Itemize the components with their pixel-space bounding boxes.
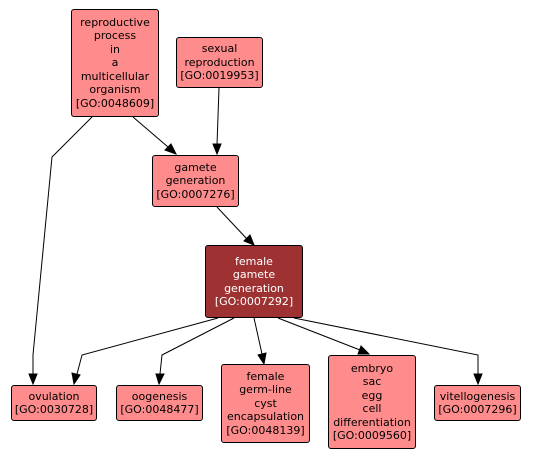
node-label-line: cell [362, 402, 382, 415]
node-label-line: encapsulation [226, 410, 305, 424]
node-label-line: germ-line [239, 383, 292, 397]
node-label-line: generation [165, 174, 226, 188]
node-label-line: organism [89, 83, 141, 97]
arrowhead-icon [212, 143, 222, 156]
node-label-line: [GO:0007292] [214, 295, 294, 308]
edge-reproductive-to-ovulation [32, 116, 93, 374]
edge-sexual-to-gamete [216, 87, 220, 146]
node-label-line: [GO:0048477] [120, 403, 199, 416]
edge-female-gamete-to-cyst [253, 317, 263, 355]
arrowhead-icon [243, 234, 255, 246]
node-label-line: sac [362, 375, 382, 388]
node-ovulation[interactable]: ovulation[GO:0030728] [11, 385, 97, 421]
node-label-line: gamete [174, 160, 217, 174]
node-label-line: [GO:0007296] [438, 403, 517, 416]
edge-female-gamete-to-ovulation [76, 317, 219, 375]
edge-female-gamete-to-vitellogenesis [293, 317, 479, 374]
node-label-line: embryo [350, 361, 394, 375]
node-label-line: multicellular [80, 69, 150, 83]
arrowhead-icon [71, 372, 81, 386]
node-label-line: reproduction [184, 55, 255, 69]
node-label-line: differentiation [333, 415, 411, 429]
node-label-line: cyst [254, 396, 277, 410]
node-label-line: egg [361, 388, 383, 402]
node-label-line: oogenesis [131, 389, 188, 403]
node-label-line: a [111, 56, 119, 70]
node-label-line: [GO:0030728] [14, 403, 94, 416]
node-label-line: [GO:0048139] [226, 423, 305, 437]
node-label-line: ovulation [28, 389, 80, 403]
arrowhead-icon [473, 373, 483, 386]
edge-female-gamete-to-oogenesis [159, 317, 235, 375]
node-label-line: female [246, 369, 285, 383]
edge-female-gamete-to-embryo [277, 317, 361, 351]
edge-gamete-to-female-gamete [216, 206, 248, 240]
node-label-line: generation [224, 281, 284, 295]
arrowhead-icon [164, 143, 178, 155]
node-label-line: vitellogenesis [439, 389, 516, 403]
edge-reproductive-to-gamete [132, 116, 169, 148]
node-label-line: gamete [232, 268, 276, 281]
node-vitellogenesis[interactable]: vitellogenesis[GO:0007296] [434, 385, 521, 421]
node-oogenesis[interactable]: oogenesis[GO:0048477] [116, 385, 203, 421]
node-label-line: [GO:0009560] [332, 429, 412, 442]
node-label-line: in [109, 42, 121, 56]
node-label-line: process [93, 29, 137, 43]
arrowhead-icon [357, 345, 371, 355]
node-label-line: sexual [201, 42, 238, 56]
node-label-line: [GO:0048609] [75, 96, 155, 110]
node-label-line: [GO:0007276] [156, 187, 235, 201]
node-label-line: female [235, 254, 273, 268]
node-label-line: reproductive [80, 15, 150, 29]
arrowhead-icon [155, 373, 165, 386]
arrowhead-icon [28, 373, 38, 386]
node-label-line: [GO:0019953] [180, 69, 259, 83]
arrowhead-icon [257, 352, 267, 366]
